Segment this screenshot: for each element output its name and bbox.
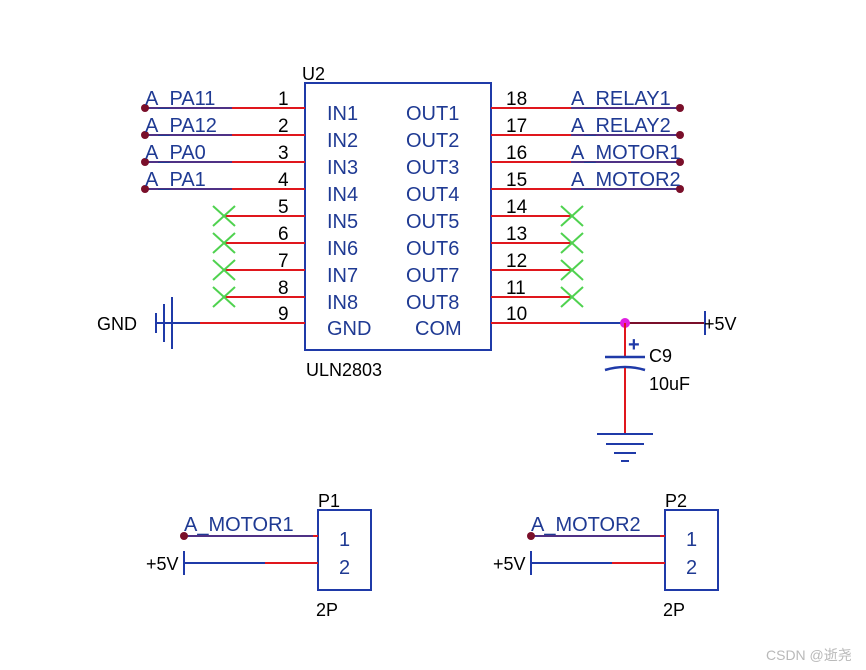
- net-label-a_motor1: A_MOTOR1: [571, 142, 681, 164]
- gnd-symbol: [155, 297, 200, 349]
- connector-pin-number: 2: [686, 557, 697, 579]
- net-label-a_pa12: A_PA12: [145, 115, 217, 137]
- wire-endpoint: [527, 532, 535, 540]
- wire-endpoint: [141, 185, 149, 193]
- ic-designator: U2: [302, 64, 325, 84]
- pin-name-out4: OUT4: [406, 184, 459, 206]
- no-connect-marker: [212, 205, 236, 227]
- wire-endpoint: [141, 104, 149, 112]
- wire-endpoint: [141, 158, 149, 166]
- net-label-a_pa1: A_PA1: [145, 169, 206, 191]
- pin-number: 14: [506, 197, 528, 218]
- wire-endpoint: [676, 158, 684, 166]
- pin-number: 6: [278, 224, 289, 245]
- no-connect-marker: [560, 286, 584, 308]
- connector-designator: P2: [665, 491, 687, 511]
- pin-number: 2: [278, 116, 289, 137]
- pin-name-in8: IN8: [327, 292, 358, 314]
- no-connect-marker: [560, 205, 584, 227]
- pin-name-gnd: GND: [327, 318, 371, 340]
- supply-label: +5V: [493, 554, 526, 574]
- no-connect-marker: [560, 259, 584, 281]
- pin-name-out5: OUT5: [406, 211, 459, 233]
- cap-polarity: +: [628, 334, 640, 356]
- pin-number: 8: [278, 278, 289, 299]
- pin-number: 4: [278, 170, 289, 191]
- connector-pin-number: 1: [686, 529, 697, 551]
- wire-endpoint: [676, 185, 684, 193]
- no-connect-marker: [212, 286, 236, 308]
- pin-name-out8: OUT8: [406, 292, 459, 314]
- net-label-a_pa0: A_PA0: [145, 142, 206, 164]
- pin-number: 11: [506, 278, 526, 299]
- pin-name-out6: OUT6: [406, 238, 459, 260]
- connector-body: [664, 509, 719, 591]
- pin-name-in3: IN3: [327, 157, 358, 179]
- pin-name-out2: OUT2: [406, 130, 459, 152]
- wire-endpoint: [676, 131, 684, 139]
- connector-designator: P1: [318, 491, 340, 511]
- connector-pin-number: 2: [339, 557, 350, 579]
- cap-designator: C9: [649, 346, 672, 366]
- ic-part-name: ULN2803: [306, 360, 382, 380]
- pin-name-out3: OUT3: [406, 157, 459, 179]
- pin-number: 1: [278, 89, 289, 110]
- connector-p1: P1 2P 1 2 A_MOTOR1+5V: [146, 491, 372, 620]
- pin-name-in7: IN7: [327, 265, 358, 287]
- net-label-a_relay2: A_RELAY2: [571, 115, 671, 137]
- wire-endpoint: [180, 532, 188, 540]
- supply-label: +5V: [146, 554, 179, 574]
- net-label-a_motor2: A_MOTOR2: [531, 514, 641, 536]
- pin-number: 16: [506, 143, 527, 164]
- pin-number: 18: [506, 89, 527, 110]
- connector-p2: P2 2P 1 2 A_MOTOR2+5V: [493, 491, 719, 620]
- wire-endpoint: [676, 104, 684, 112]
- supply-label-com: +5V: [704, 314, 737, 334]
- net-label-a_pa11: A_PA11: [145, 88, 215, 110]
- pin-number: 17: [506, 116, 527, 137]
- connector-pin-number: 1: [339, 529, 350, 551]
- pin-name-out7: OUT7: [406, 265, 459, 287]
- no-connect-marker: [212, 232, 236, 254]
- pin-number: 13: [506, 224, 527, 245]
- ground-symbol: [597, 433, 653, 462]
- pin-name-in2: IN2: [327, 130, 358, 152]
- pin-name-in6: IN6: [327, 238, 358, 260]
- pin-number: 3: [278, 143, 289, 164]
- pin-name-in1: IN1: [327, 103, 358, 125]
- wire-endpoint: [141, 131, 149, 139]
- net-label-a_relay1: A_RELAY1: [571, 88, 671, 110]
- watermark: CSDN @逝尧: [766, 647, 852, 663]
- net-label-a_motor2: A_MOTOR2: [571, 169, 681, 191]
- no-connect-marker: [212, 259, 236, 281]
- pin-name-out1: OUT1: [406, 103, 459, 125]
- pin-number: 10: [506, 304, 527, 325]
- pin-number: 9: [278, 304, 289, 325]
- connector-body: [317, 509, 372, 591]
- pin-number: 7: [278, 251, 289, 272]
- capacitor-c9: [604, 323, 646, 433]
- connector-footprint: 2P: [316, 600, 338, 620]
- pin-number: 15: [506, 170, 527, 191]
- pin-name-in5: IN5: [327, 211, 358, 233]
- pin-number: 5: [278, 197, 289, 218]
- no-connect-marker: [560, 232, 584, 254]
- connector-footprint: 2P: [663, 600, 685, 620]
- gnd-label: GND: [97, 314, 137, 334]
- net-label-a_motor1: A_MOTOR1: [184, 514, 294, 536]
- pin-name-in4: IN4: [327, 184, 358, 206]
- cap-value: 10uF: [649, 374, 690, 394]
- pin-number: 12: [506, 251, 527, 272]
- pin-name-com: COM: [415, 318, 462, 340]
